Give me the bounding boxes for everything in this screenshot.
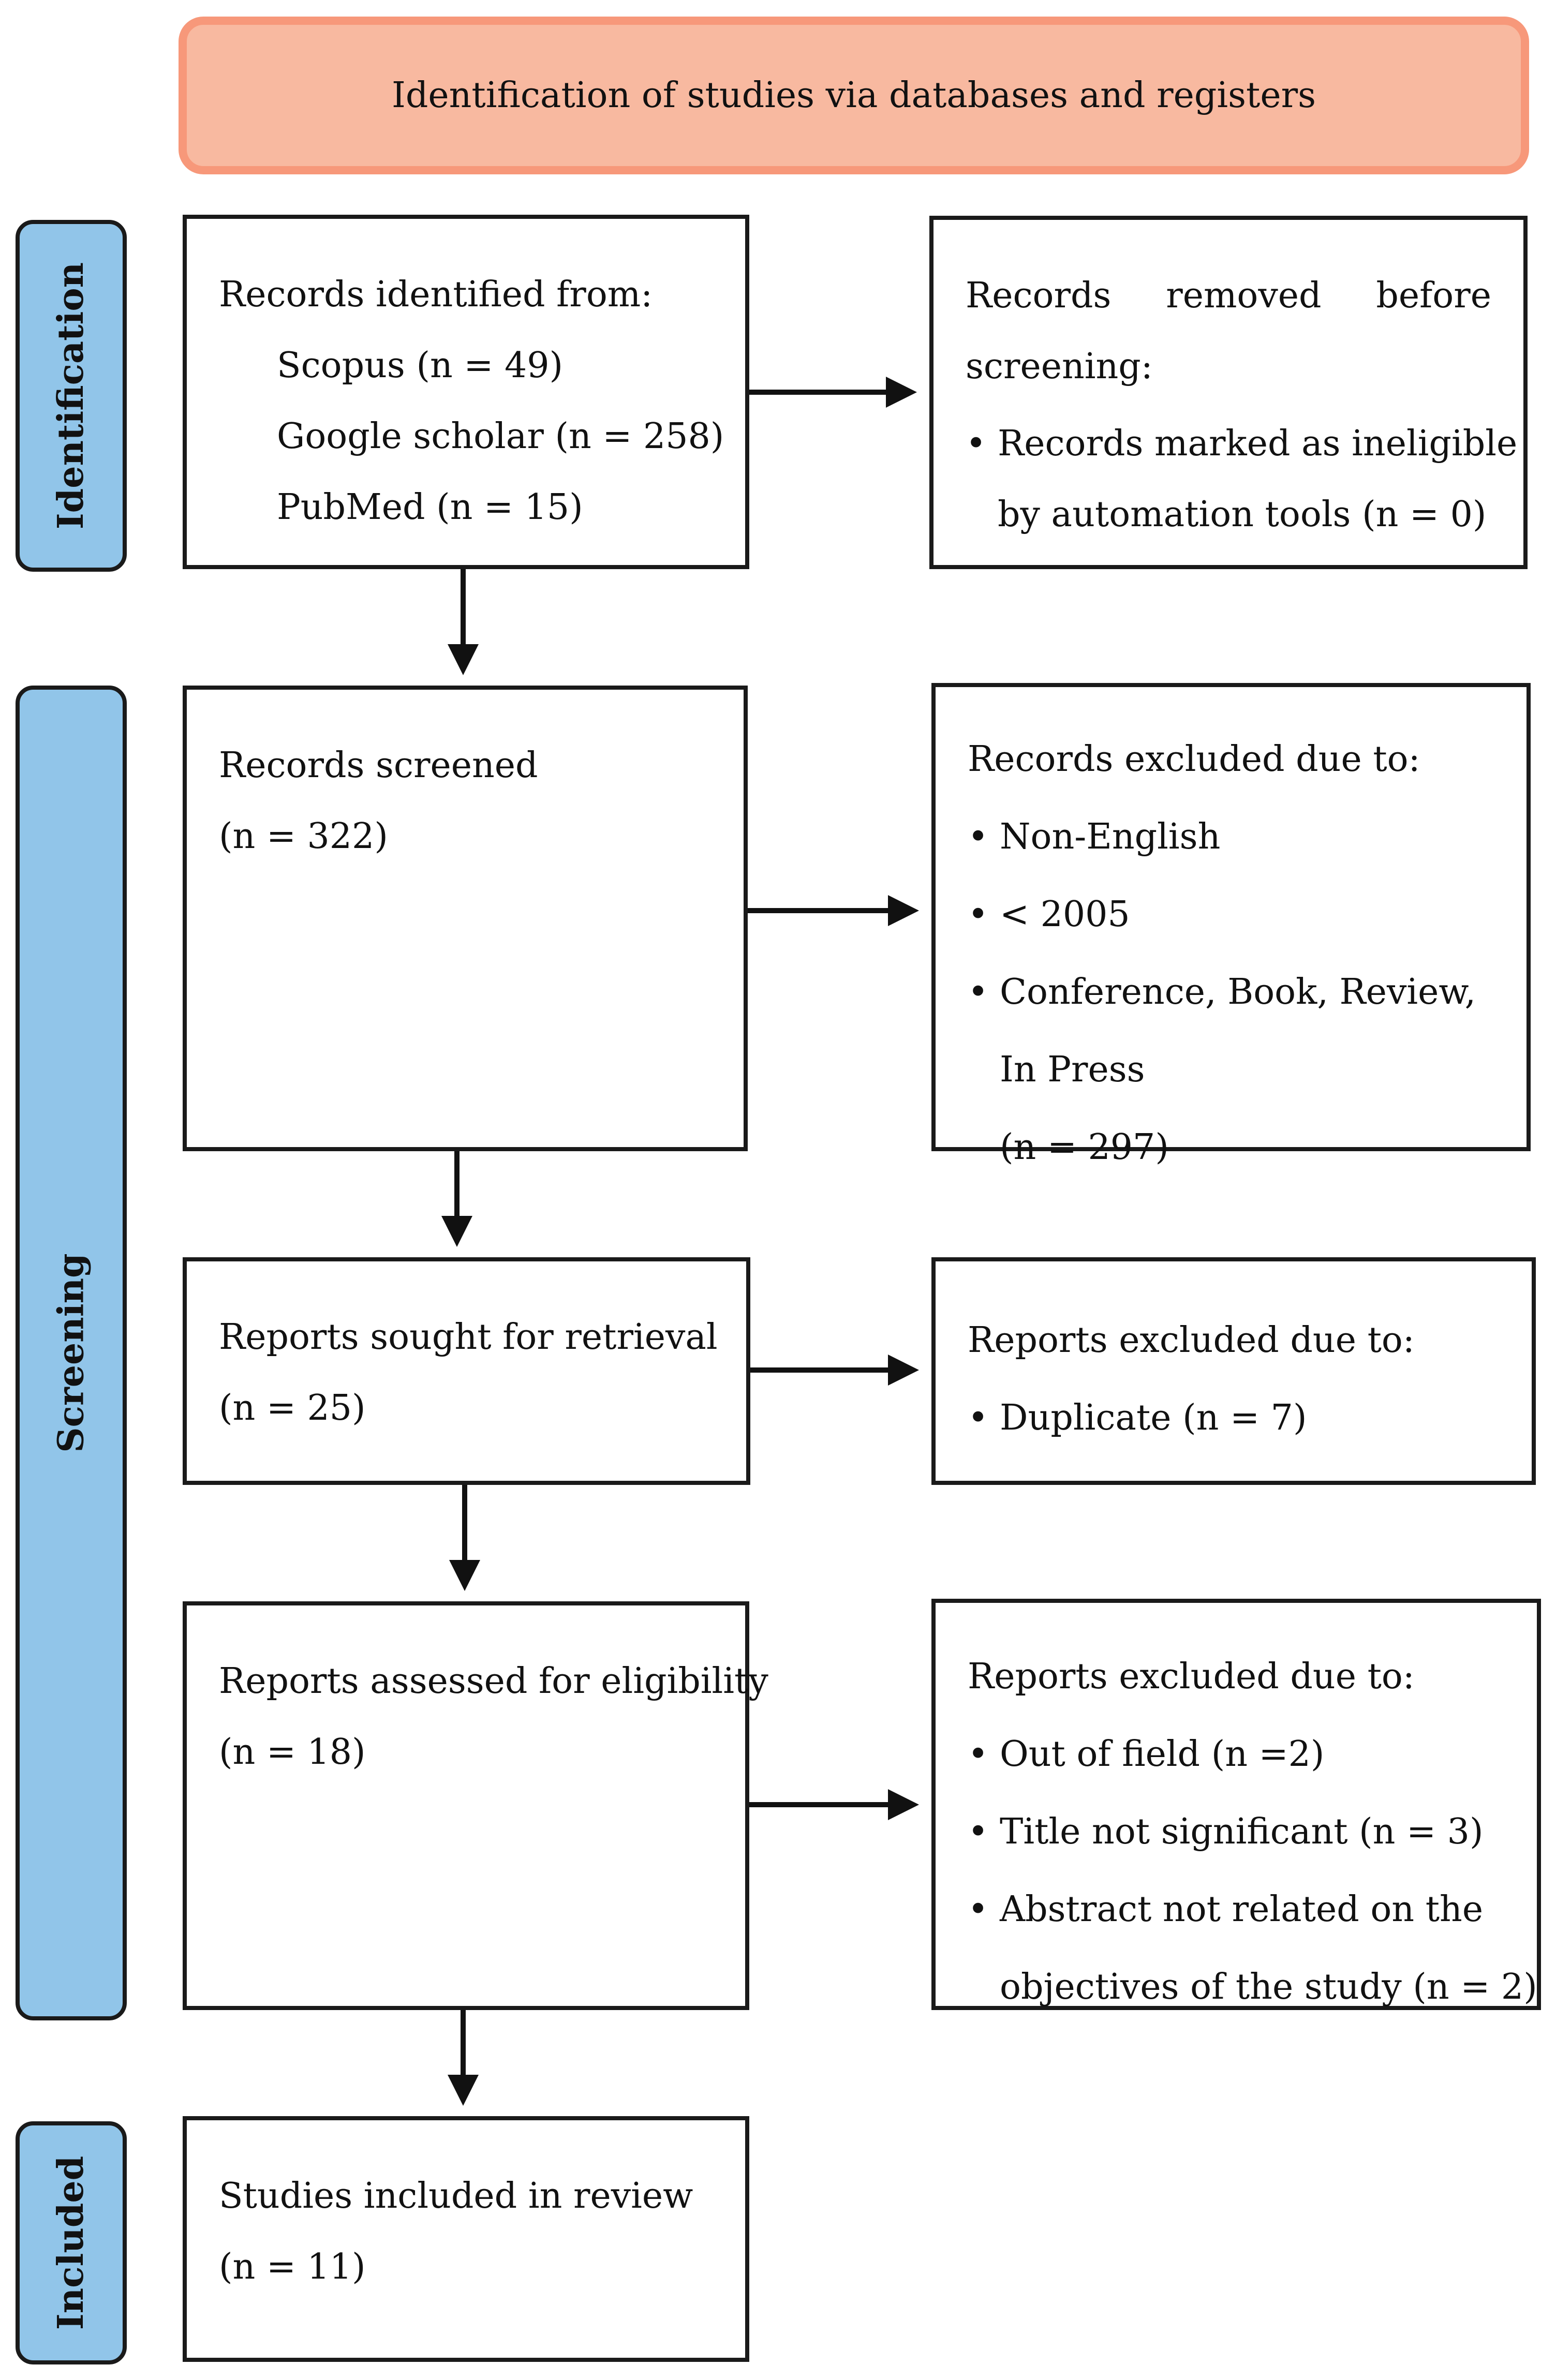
- reports-assessed-title: Reports assessed for eligibility: [219, 1661, 768, 1702]
- records-excluded-bullet-2: < 2005: [968, 876, 1527, 954]
- studies-included-count: (n = 11): [219, 2247, 366, 2287]
- reports-excluded-eligibility-bullet-3-cont: objectives of the study (n = 2): [1000, 1967, 1537, 2007]
- records-excluded-bullet-3: Conference, Book, Review,: [968, 954, 1527, 1031]
- records-excluded-box: Records excluded due to: Non-English < 2…: [931, 683, 1531, 1168]
- header-identification-title: Identification of studies via databases …: [179, 17, 1529, 174]
- records-removed-box: Records removed before screening: Record…: [929, 216, 1528, 569]
- phase-included: Included: [16, 2121, 127, 2364]
- records-removed-title-row: Records removed before: [966, 260, 1523, 331]
- records-screened-title: Records screened: [219, 745, 538, 786]
- records-identified-title: Records identified from:: [219, 274, 653, 315]
- reports-assessed-box: Reports assessed for eligibility (n = 18…: [183, 1601, 768, 2010]
- reports-excluded-eligibility-bullet-2: Title not significant (n = 3): [968, 1793, 1537, 1871]
- reports-sought-count: (n = 25): [219, 1388, 366, 1429]
- source-pubmed: PubMed (n = 15): [277, 487, 583, 528]
- reports-assessed-count: (n = 18): [219, 1732, 366, 1773]
- reports-excluded-eligibility-title: Reports excluded due to:: [968, 1656, 1415, 1697]
- phase-identification: Identification: [16, 220, 127, 572]
- header-title-text: Identification of studies via databases …: [391, 75, 1316, 116]
- records-screened-count: (n = 322): [219, 816, 388, 857]
- records-removed-bullet-1: Records marked as ineligible: [966, 408, 1523, 479]
- studies-included-box: Studies included in review (n = 11): [183, 2116, 749, 2362]
- reports-excluded-duplicate-box: Reports excluded due to: Duplicate (n = …: [931, 1257, 1536, 1485]
- reports-excluded-eligibility-bullet-3: Abstract not related on the: [968, 1871, 1537, 1948]
- reports-excluded-eligibility-bullet-1: Out of field (n =2): [968, 1716, 1537, 1793]
- source-google-scholar: Google scholar (n = 258): [277, 416, 724, 457]
- records-identified-box: Records identified from: Scopus (n = 49)…: [183, 215, 749, 569]
- records-excluded-bullet-3-cont: In Press: [1000, 1049, 1145, 1090]
- reports-excluded-eligibility-box: Reports excluded due to: Out of field (n…: [931, 1599, 1541, 2010]
- records-screened-box: Records screened (n = 322): [183, 686, 748, 1151]
- phase-screening: Screening: [16, 686, 127, 2020]
- records-removed-word-3: before: [1376, 275, 1491, 316]
- records-excluded-count: (n = 297): [1000, 1127, 1169, 1168]
- records-excluded-bullet-1: Non-English: [968, 798, 1527, 876]
- records-removed-word-1: Records: [966, 275, 1112, 316]
- records-excluded-title: Records excluded due to:: [968, 739, 1420, 780]
- reports-excluded-duplicate-title: Reports excluded due to:: [968, 1320, 1415, 1361]
- studies-included-title: Studies included in review: [219, 2176, 693, 2217]
- source-scopus: Scopus (n = 49): [277, 345, 564, 386]
- records-removed-title-end: screening:: [966, 346, 1153, 387]
- reports-sought-title: Reports sought for retrieval: [219, 1317, 718, 1358]
- records-removed-bullet-1-cont: by automation tools (n = 0): [998, 494, 1487, 535]
- records-removed-word-2: removed: [1166, 275, 1322, 316]
- reports-excluded-duplicate-bullet-1: Duplicate (n = 7): [968, 1379, 1532, 1457]
- reports-sought-box: Reports sought for retrieval (n = 25): [183, 1257, 750, 1485]
